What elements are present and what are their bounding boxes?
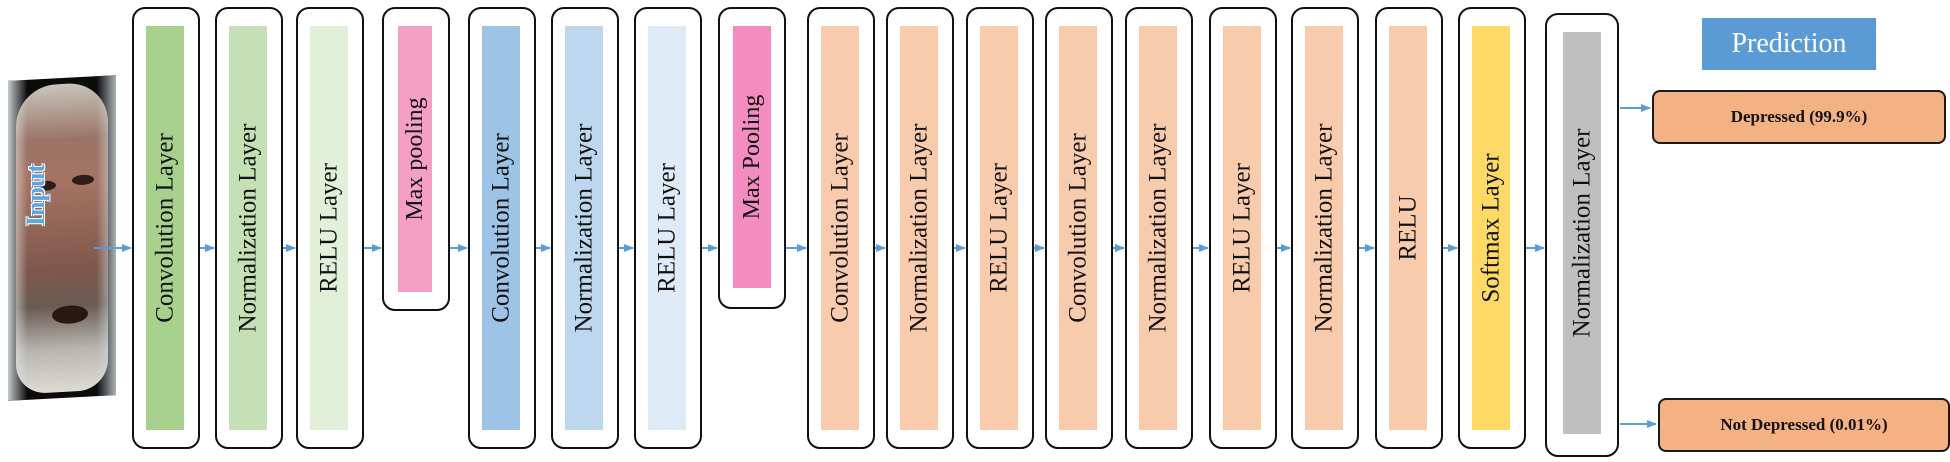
layer-label: Convolution Layer (827, 133, 854, 323)
layer-label: Normalization Layer (1569, 128, 1596, 338)
layer-label: Convolution Layer (1065, 133, 1092, 323)
layer-label: Normalization Layer (906, 123, 933, 333)
layer-10-normalization-layer: Normalization Layer (886, 7, 954, 449)
layer-color-bar (482, 26, 520, 430)
layer-label: Softmax Layer (1478, 153, 1505, 303)
layer-label: RELU Layer (316, 162, 343, 292)
layer-13-normalization-layer: Normalization Layer (1125, 7, 1193, 449)
layer-label: Normalization Layer (1145, 123, 1172, 333)
layer-9-convolution-layer: Convolution Layer (807, 7, 875, 449)
layer-color-bar (1139, 26, 1177, 430)
layer-color-bar (900, 26, 938, 430)
layer-7-relu-layer: RELU Layer (634, 7, 702, 449)
layer-2-normalization-layer: Normalization Layer (215, 7, 283, 449)
layer-color-bar (733, 26, 771, 288)
layer-color-bar (648, 26, 686, 430)
layer-color-bar (821, 26, 859, 430)
layer-label: RELU Layer (654, 162, 681, 292)
layer-6-normalization-layer: Normalization Layer (551, 7, 619, 449)
layer-label: Max pooling (402, 97, 428, 220)
layer-3-relu-layer: RELU Layer (296, 7, 364, 449)
layer-color-bar (398, 26, 432, 292)
prediction-header: Prediction (1702, 18, 1876, 70)
output-depressed: Depressed (99.9%) (1652, 90, 1946, 144)
layer-label: RELU (1395, 195, 1422, 260)
layer-color-bar (1563, 32, 1601, 434)
layer-17-softmax-layer: Softmax Layer (1458, 7, 1526, 449)
layer-color-bar (1389, 26, 1427, 430)
layer-11-relu-layer: RELU Layer (966, 7, 1034, 449)
output-not-depressed: Not Depressed (0.01%) (1658, 398, 1950, 452)
layer-label: Convolution Layer (152, 133, 179, 323)
layer-label: Max Pooling (739, 95, 765, 220)
layer-color-bar (310, 26, 348, 430)
layer-label: Normalization Layer (571, 123, 598, 333)
layer-15-normalization-layer: Normalization Layer (1291, 7, 1359, 449)
layer-color-bar (146, 26, 184, 430)
layer-label: RELU Layer (986, 162, 1013, 292)
layer-5-convolution-layer: Convolution Layer (468, 7, 536, 449)
layer-color-bar (1223, 26, 1261, 430)
layer-18-normalization-layer: Normalization Layer (1545, 13, 1619, 457)
layer-color-bar (1059, 26, 1097, 430)
layer-color-bar (1472, 26, 1510, 430)
layer-color-bar (1305, 26, 1343, 430)
layer-color-bar (565, 26, 603, 430)
layer-12-convolution-layer: Convolution Layer (1045, 7, 1113, 449)
layer-color-bar (229, 26, 267, 430)
layer-1-convolution-layer: Convolution Layer (132, 7, 200, 449)
layer-color-bar (980, 26, 1018, 430)
layer-16-relu: RELU (1375, 7, 1443, 449)
layer-4-max-pooling: Max pooling (382, 7, 450, 311)
layer-label: Convolution Layer (488, 133, 515, 323)
layer-8-max-pooling: Max Pooling (718, 7, 786, 309)
layer-label: RELU Layer (1229, 162, 1256, 292)
layer-label: Normalization Layer (235, 123, 262, 333)
layer-label: Normalization Layer (1311, 123, 1338, 333)
layer-14-relu-layer: RELU Layer (1209, 7, 1277, 449)
